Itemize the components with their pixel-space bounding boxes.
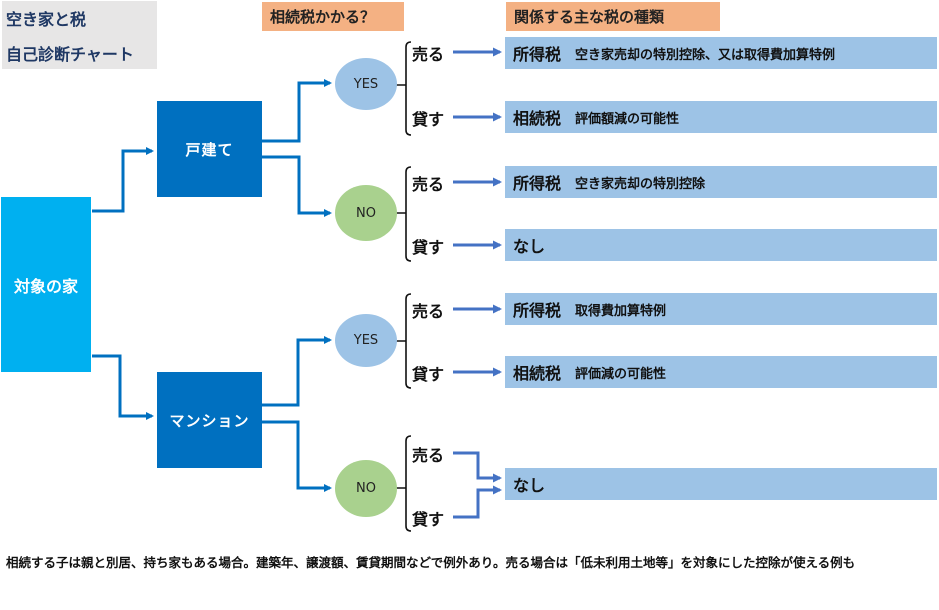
bracket-house-yes [396, 41, 412, 136]
type-node-house: 戸建て [157, 101, 262, 197]
connector-mansion-no [262, 420, 332, 492]
chart-title-line1: 空き家と税 [6, 10, 87, 29]
arrow-mansion-no-sell [453, 451, 502, 483]
result-desc: 取得費加算特例 [575, 303, 667, 319]
root-node: 対象の家 [1, 197, 91, 372]
action-mansion-no-sell: 売る [412, 446, 445, 465]
answer-label: NO [356, 205, 376, 221]
action-house-yes-rent: 貸す [412, 110, 445, 129]
header-question: 相続税かかる？ [262, 2, 404, 31]
type-node-mansion-label: マンション [169, 411, 250, 430]
chart-title-line2: 自己診断チャート [6, 45, 134, 64]
arrow-mansion-no-rent [453, 485, 502, 519]
result-desc: 空き家売却の特別控除 [575, 176, 706, 192]
result-tax: なし [513, 237, 546, 256]
connector-root-mansion [92, 354, 154, 420]
connector-mansion-yes [262, 336, 332, 407]
action-mansion-no-rent: 貸す [412, 510, 445, 529]
connector-root-house [92, 147, 154, 213]
result-tax: 相続税 [513, 364, 562, 383]
action-mansion-yes-rent: 貸す [412, 365, 445, 384]
connector-house-yes [262, 79, 332, 143]
answer-house-no: NO [335, 185, 397, 241]
result-tax: 所得税 [513, 45, 562, 64]
result-tax: 相続税 [513, 109, 562, 128]
bracket-mansion-no [396, 435, 412, 532]
action-mansion-yes-sell: 売る [412, 302, 445, 321]
result-house-no-sell: 所得税 空き家売却の特別控除 [505, 166, 937, 198]
result-mansion-no-merged: なし [505, 468, 937, 500]
answer-label: NO [356, 481, 376, 496]
result-desc: 評価額減の可能性 [575, 111, 680, 127]
result-house-no-rent: なし [505, 229, 937, 261]
result-desc: 空き家売却の特別控除、又は取得費加算特例 [575, 47, 836, 63]
result-desc: 評価減の可能性 [575, 366, 667, 382]
result-mansion-yes-rent: 相続税 評価減の可能性 [505, 356, 937, 388]
type-node-house-label: 戸建て [185, 140, 234, 159]
result-tax: 所得税 [513, 301, 562, 320]
answer-house-yes: YES [335, 58, 397, 110]
connector-house-no [262, 155, 332, 217]
action-house-no-sell: 売る [412, 175, 445, 194]
action-house-no-rent: 貸す [412, 238, 445, 257]
answer-label: YES [353, 333, 379, 348]
header-tax-types: 関係する主な税の種類 [506, 2, 720, 31]
root-node-label: 対象の家 [13, 276, 78, 296]
result-house-yes-sell: 所得税 空き家売却の特別控除、又は取得費加算特例 [505, 37, 937, 69]
action-house-yes-sell: 売る [412, 45, 445, 64]
answer-label: YES [353, 76, 379, 92]
answer-mansion-yes: YES [335, 314, 397, 367]
result-tax: 所得税 [513, 174, 562, 193]
result-house-yes-rent: 相続税 評価額減の可能性 [505, 101, 937, 133]
chart-title-box: 空き家と税 自己診断チャート [2, 1, 157, 69]
result-mansion-yes-sell: 所得税 取得費加算特例 [505, 293, 937, 325]
footnote: 相続する子は親と別居、持ち家もある場合。建築年、譲渡額、賃貸期間などで例外あり。… [6, 555, 856, 570]
answer-mansion-no: NO [335, 460, 397, 517]
type-node-mansion: マンション [157, 372, 262, 468]
bracket-mansion-yes [396, 293, 412, 389]
bracket-house-no [396, 166, 412, 262]
result-tax: なし [513, 476, 546, 495]
